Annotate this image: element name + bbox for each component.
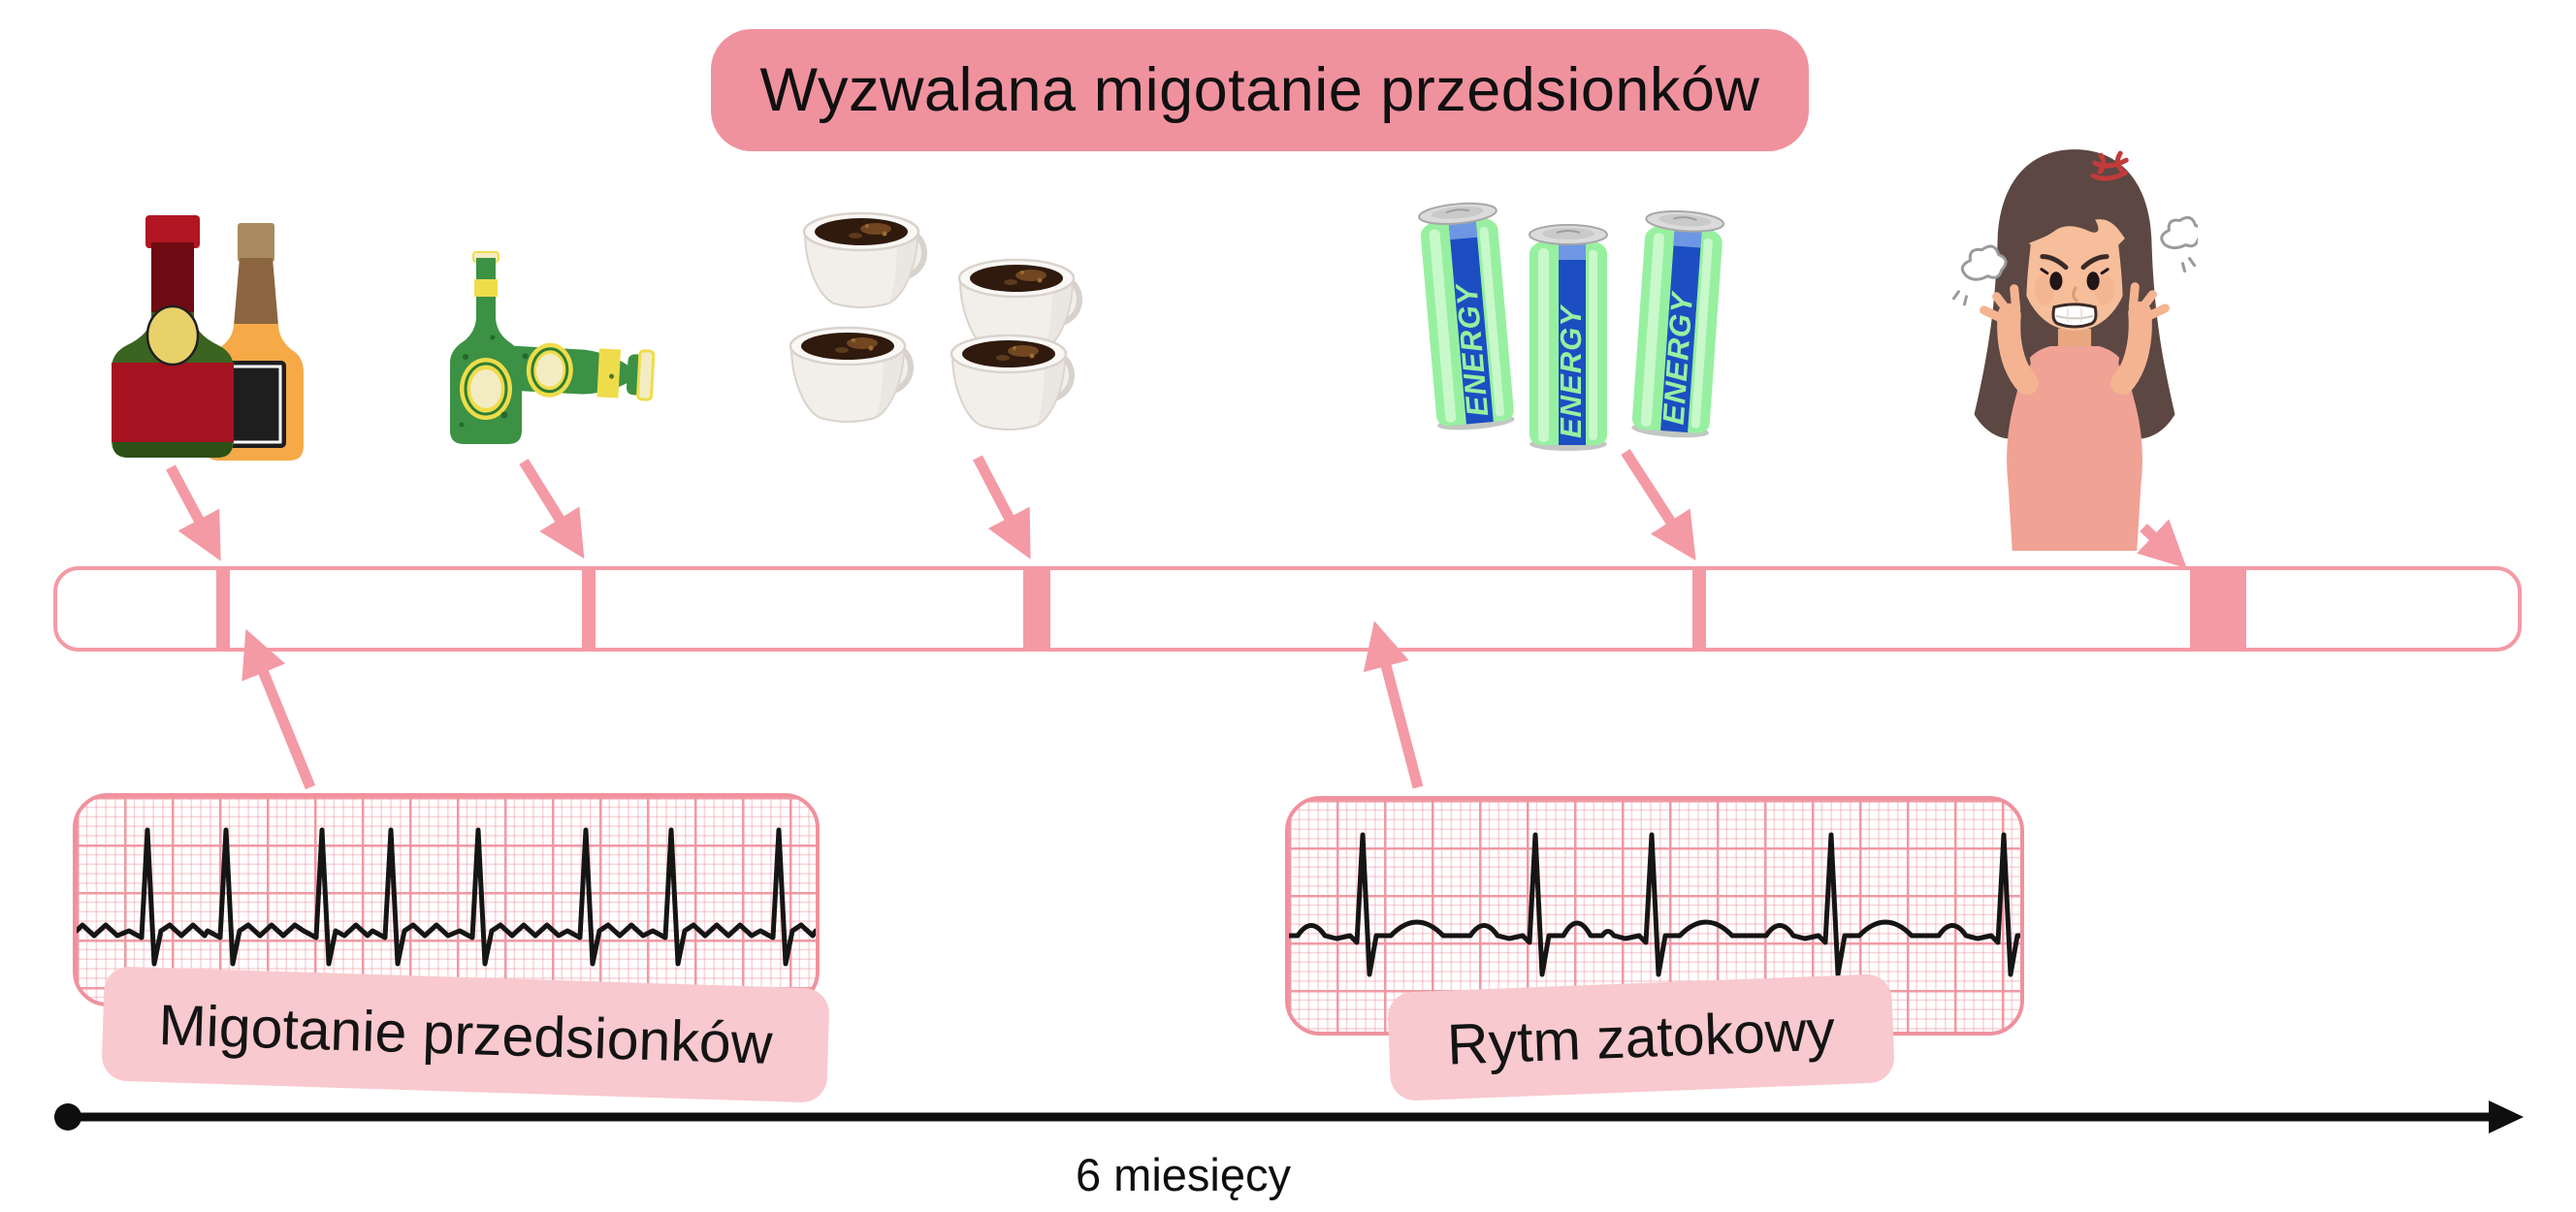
arrow-sinus-to-timeline [1363, 621, 1424, 789]
timeline-tick-beer [582, 570, 596, 648]
bangs [2018, 171, 2131, 247]
trigger-alcohol [92, 215, 315, 473]
afib-label: Migotanie przedsionków [101, 966, 830, 1103]
sinus-label: Rytm zatokowy [1387, 973, 1895, 1101]
axis-start-dot [54, 1103, 81, 1131]
arrow-afib-to-timeline [242, 628, 316, 790]
coffee-cup [804, 213, 920, 307]
ecg-sinus-trace [1289, 832, 2020, 977]
liquor-bottles-icon [112, 215, 304, 461]
timeline-axis [54, 1100, 2524, 1133]
coffee-cup [790, 328, 907, 422]
beer-bottle-lying [493, 342, 656, 401]
energy-can [1529, 224, 1608, 452]
shirt [2007, 346, 2142, 551]
anger-mark-icon [2090, 150, 2129, 181]
timeline-tick-coffee [1023, 570, 1050, 648]
timeline-tick-alcohol [216, 570, 230, 648]
nose [2072, 286, 2078, 303]
beer-bottle-upright [450, 251, 522, 444]
steam-puff-icon [1960, 215, 2198, 281]
axis-caption: 6 miesięcy [1075, 1149, 1291, 1200]
eye [2049, 271, 2063, 291]
energy-can [1629, 207, 1725, 441]
trigger-beer [436, 250, 679, 449]
beer-bottles-icon [450, 251, 656, 444]
eye [2086, 271, 2100, 291]
timeline-tick-stress [2190, 570, 2246, 648]
arrow-energy-to-timeline [1621, 449, 1696, 561]
coffee-cup [951, 335, 1068, 430]
angry-woman-icon [1951, 149, 2198, 551]
arrow-coffee-to-timeline [973, 455, 1031, 559]
energy-drink-cans-icon: ENERGY [1417, 199, 1725, 452]
trigger-energy: ENERGY [1408, 192, 1736, 454]
cognac-bottle [112, 215, 234, 458]
energy-can [1417, 199, 1517, 434]
arrow-beer-to-timeline [519, 459, 585, 559]
eyebrows [2040, 254, 2109, 271]
gritted-teeth-mouth [2051, 303, 2098, 329]
axis-arrowhead-icon [2489, 1100, 2524, 1133]
trigger-stress [1951, 122, 2198, 551]
page-title: Wyzwalana migotanie przedsionków [711, 29, 1809, 151]
arrow-alcohol-to-timeline [166, 464, 221, 561]
raised-arms [1980, 282, 2170, 396]
timeline-bar [53, 566, 2522, 652]
ecg-afib-trace [77, 827, 816, 967]
coffee-cups-icon [782, 204, 1104, 434]
trigger-coffee [782, 204, 1104, 434]
timeline-tick-energy [1692, 570, 1706, 648]
